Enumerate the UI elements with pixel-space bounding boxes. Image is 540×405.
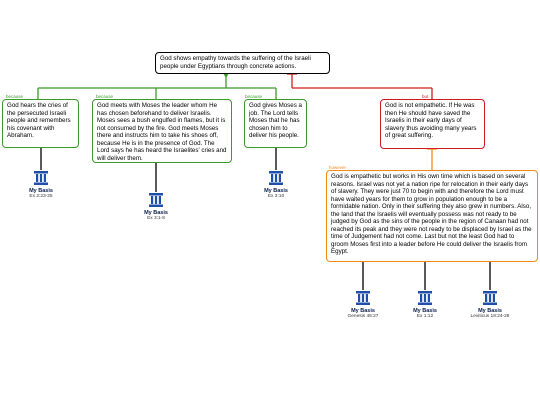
reason-text: God gives Moses a job. The Lord tells Mo… xyxy=(249,102,302,139)
main-claim-box[interactable]: God shows empathy towards the suffering … xyxy=(155,52,330,74)
rebuttal-text: God is empathetic but works in His own t… xyxy=(331,173,532,255)
reason-text: God meets with Moses the leader whom He … xyxy=(97,102,227,162)
because-connectors xyxy=(37,74,277,99)
main-claim-text: God shows empathy towards the suffering … xyxy=(160,55,311,70)
pillar-icon xyxy=(418,291,432,305)
but-tag: but xyxy=(422,94,429,99)
reason-box-1[interactable]: God hears the cries of the persecuted Is… xyxy=(2,99,79,148)
basis-label: My Basis xyxy=(29,188,53,194)
basis-connectors xyxy=(40,148,491,290)
basis-label: My Basis xyxy=(478,308,502,314)
basis-item[interactable]: My Basis Ex 3:10 xyxy=(246,170,306,200)
basis-reference: Ex 1:12 xyxy=(416,314,434,319)
basis-item[interactable]: My Basis Ex 3:1-8 xyxy=(126,192,186,222)
basis-label: My Basis xyxy=(413,308,437,314)
reason-text: God hears the cries of the persecuted Is… xyxy=(7,102,71,139)
rebuttal-box[interactable]: God is empathetic but works in His own t… xyxy=(326,170,538,262)
because-tag: because xyxy=(245,94,263,99)
basis-item[interactable]: My Basis Leviticus 18:24-28 xyxy=(460,290,520,320)
basis-reference: Leviticus 18:24-28 xyxy=(470,314,510,319)
reason-box-3[interactable]: God gives Moses a job. The Lord tells Mo… xyxy=(244,99,307,148)
because-arrow xyxy=(223,73,229,78)
because-tag: because xyxy=(96,94,114,99)
however-connector xyxy=(427,148,437,170)
objection-text: God is not empathetic. If He was then He… xyxy=(385,102,477,139)
pillar-icon xyxy=(34,171,48,185)
but-connector xyxy=(287,73,433,99)
basis-item[interactable]: My Basis Ex 1:12 xyxy=(395,290,455,320)
basis-label: My Basis xyxy=(144,210,168,216)
basis-label: My Basis xyxy=(351,308,375,314)
objection-box[interactable]: God is not empathetic. If He was then He… xyxy=(380,99,485,149)
reason-box-2[interactable]: God meets with Moses the leader whom He … xyxy=(92,99,232,163)
basis-item[interactable]: My Basis Genesis 46:27 xyxy=(333,290,393,320)
pillar-icon xyxy=(483,291,497,305)
basis-item[interactable]: My Basis Ex 2:23-25 xyxy=(11,170,71,200)
basis-reference: Ex 3:10 xyxy=(267,194,285,199)
pillar-icon xyxy=(149,193,163,207)
basis-reference: Genesis 46:27 xyxy=(347,314,379,319)
basis-label: My Basis xyxy=(264,188,288,194)
basis-reference: Ex 2:23-25 xyxy=(29,194,53,199)
basis-reference: Ex 3:1-8 xyxy=(147,216,165,221)
because-tag: because xyxy=(6,94,24,99)
pillar-icon xyxy=(356,291,370,305)
pillar-icon xyxy=(269,171,283,185)
however-tag: however xyxy=(329,165,347,170)
